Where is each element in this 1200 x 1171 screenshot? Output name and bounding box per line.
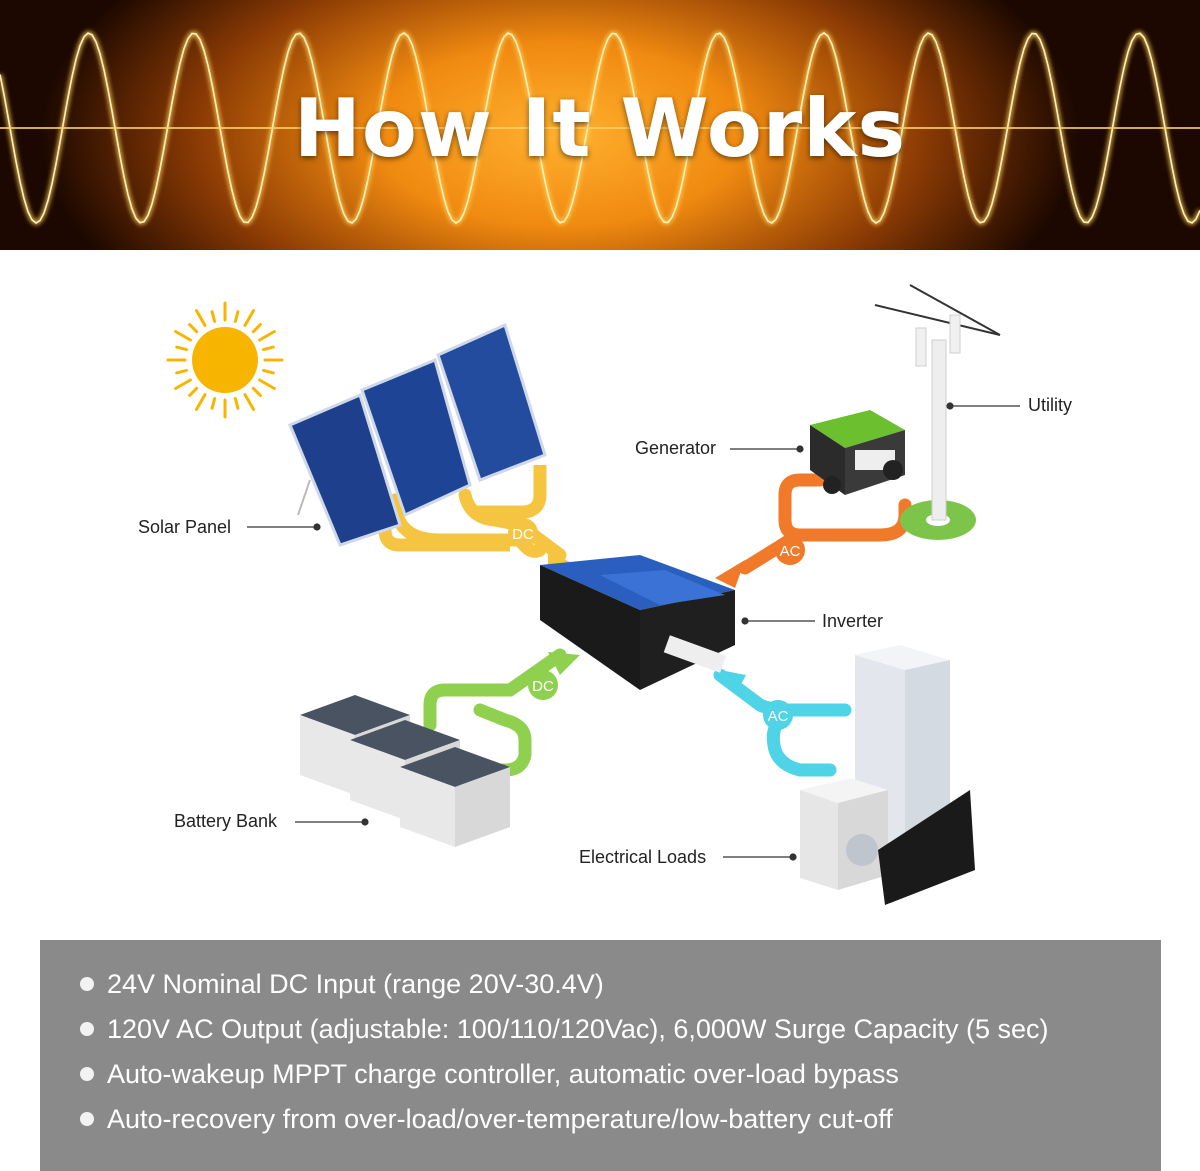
- utility-label: Utility: [1028, 395, 1072, 415]
- feature-item: Auto-recovery from over-load/over-temper…: [80, 1097, 1161, 1142]
- svg-text:AC: AC: [780, 543, 801, 560]
- battery-dc-pipe: [423, 648, 567, 777]
- inverter-icon: [540, 555, 735, 690]
- svg-text:DC: DC: [532, 678, 554, 695]
- diagram-graphics: DC DC AC AC: [166, 284, 1020, 905]
- feature-item: 24V Nominal DC Input (range 20V-30.4V): [80, 962, 1161, 1007]
- svg-text:AC: AC: [768, 708, 789, 725]
- bullet-icon: [80, 1112, 94, 1126]
- generator-ac-arrow: [715, 560, 745, 588]
- system-diagram: DC DC AC AC: [0, 250, 1200, 940]
- sine-wave-decoration: [0, 30, 1200, 226]
- svg-text:DC: DC: [512, 526, 534, 543]
- generator-ac-badge: AC: [775, 535, 805, 565]
- battery-bank-label: Battery Bank: [174, 811, 278, 831]
- feature-item: Auto-wakeup MPPT charge controller, auto…: [80, 1052, 1161, 1097]
- inverter-label: Inverter: [822, 611, 884, 631]
- electrical-loads-label: Electrical Loads: [579, 847, 707, 867]
- loads-ac-arrow: [720, 670, 746, 690]
- bullet-icon: [80, 977, 94, 991]
- electrical-loads-icon: [800, 645, 975, 905]
- feature-text: 120V AC Output (adjustable: 100/110/120V…: [107, 1014, 1049, 1044]
- bullet-icon: [80, 1067, 94, 1081]
- header-banner: How It Works: [0, 0, 1200, 250]
- feature-text: Auto-wakeup MPPT charge controller, auto…: [107, 1059, 899, 1089]
- features-list: 24V Nominal DC Input (range 20V-30.4V) 1…: [40, 940, 1161, 1142]
- feature-text: 24V Nominal DC Input (range 20V-30.4V): [107, 969, 604, 999]
- sun-icon: [166, 301, 284, 419]
- bullet-icon: [80, 1022, 94, 1036]
- feature-text: Auto-recovery from over-load/over-temper…: [107, 1104, 893, 1134]
- solar-panel-icon: [288, 322, 547, 547]
- generator-ac-pipe: [738, 473, 912, 575]
- generator-label: Generator: [635, 438, 717, 458]
- utility-pole-icon: [874, 284, 1001, 540]
- solar-dc-badge: DC: [508, 518, 538, 548]
- battery-bank-icon: [300, 695, 510, 847]
- features-panel: 24V Nominal DC Input (range 20V-30.4V) 1…: [40, 940, 1161, 1171]
- battery-dc-arrow: [548, 652, 580, 675]
- battery-dc-badge: DC: [528, 670, 558, 700]
- generator-icon: [810, 410, 905, 495]
- solar-panel-label: Solar Panel: [138, 517, 232, 537]
- feature-item: 120V AC Output (adjustable: 100/110/120V…: [80, 1007, 1161, 1052]
- page-title: How It Works: [293, 82, 907, 175]
- loads-ac-badge: AC: [763, 700, 793, 730]
